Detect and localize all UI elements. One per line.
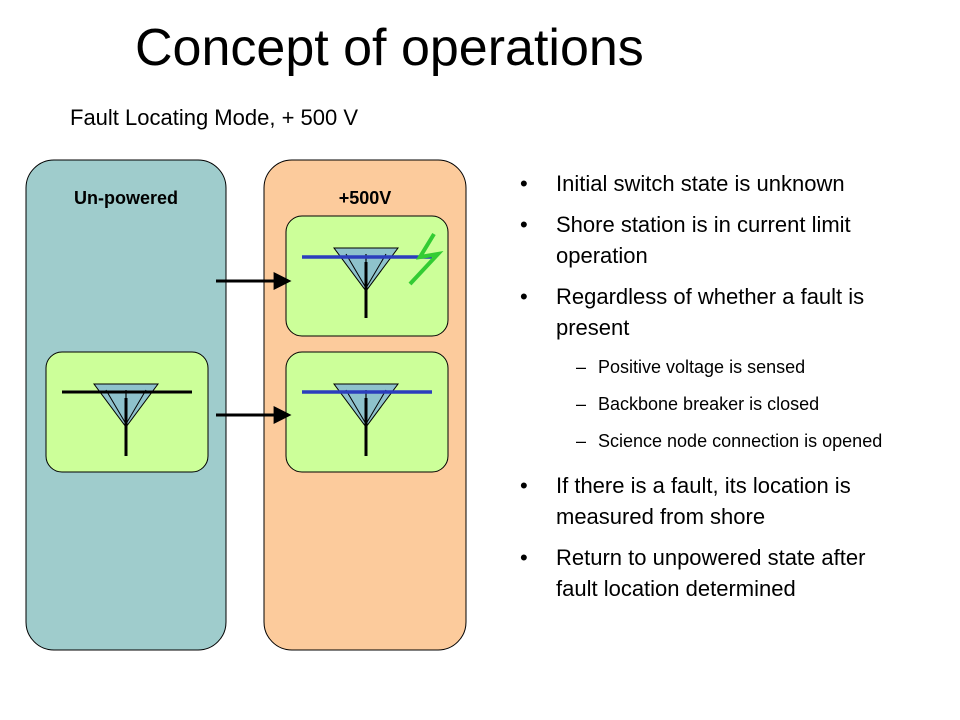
bullet-item: Initial switch state is unknown	[512, 168, 912, 199]
sub-bullet-item: –Positive voltage is sensed	[576, 357, 806, 377]
switch-box-left	[45, 351, 209, 473]
switch-box-top-right	[285, 215, 449, 337]
bullet-item: If there is a fault, its location is mea…	[512, 470, 912, 532]
fault-lightning-icon	[408, 232, 444, 286]
slide-title: Concept of operations	[135, 19, 644, 77]
unpowered-panel-label: Un-powered	[74, 188, 178, 208]
bullet-list: Initial switch state is unknown Shore st…	[512, 168, 912, 614]
sub-bullet-item: –Backbone breaker is closed	[576, 394, 820, 414]
slide-subtitle: Fault Locating Mode, + 500 V	[70, 105, 359, 130]
bullet-item: Return to unpowered state after fault lo…	[512, 542, 912, 604]
sub-bullet-item: –Science node connection is opened	[576, 431, 883, 451]
switch-box-bottom-right	[285, 351, 449, 473]
powered-panel-label: +500V	[339, 188, 392, 208]
bullet-item: Shore station is in current limit operat…	[512, 209, 912, 271]
bullet-item: Regardless of whether a fault is present	[512, 281, 912, 343]
